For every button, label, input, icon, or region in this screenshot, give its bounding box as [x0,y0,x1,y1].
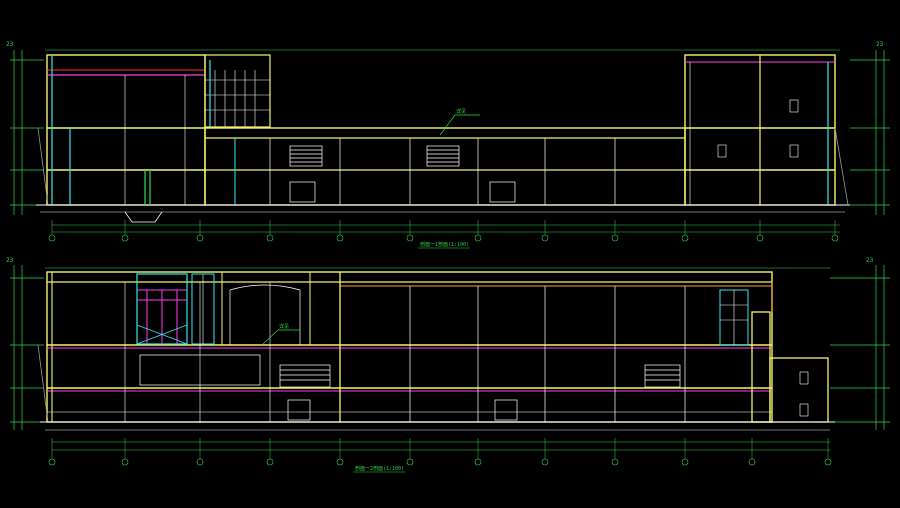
section-2-grid-bubble [48,458,56,466]
section-2-callout-text: 详见 [279,323,289,330]
section-1-grid-bubble [196,234,204,242]
section-1-grid-bubble [611,234,619,242]
section-2-atrium-glazing [136,273,749,346]
section-1-grid-bubble [121,234,129,242]
section-1-level-mark-right-top: 23 [876,41,884,48]
section-1-left-tower [46,54,206,206]
section-1-grid-bubble [541,234,549,242]
section-2-title: 剖面一2剖面(1:100) [355,465,404,472]
section-1-grid-bubble [266,234,274,242]
section-2-inner-block [139,272,681,421]
section-1-stair-boxes [289,145,516,203]
section-2-drawing: 23 23 [6,257,890,473]
section-2-grid-bubble [121,458,129,466]
section-1-grid-axes [48,220,839,242]
section-2-grid-bubble [611,458,619,466]
section-2-grid-bubble [336,458,344,466]
section-1-grid-bubble [336,234,344,242]
section-1-grid-bubble [48,234,56,242]
section-1-callout: 详见 [439,108,480,136]
section-2-level-mark-right-top: 23 [866,257,874,264]
section-1-level-mark-left-top: 23 [6,41,14,48]
section-2-grid-bubble [196,458,204,466]
section-2-right-dimensions [830,265,890,430]
section-2-level-mark-left-top: 23 [6,257,14,264]
section-1-title: 剖面一1剖面(1:100) [420,241,469,248]
section-2-grid-bubble [824,458,832,466]
section-1-left-dimensions [10,50,44,215]
section-1-drawing: 23 23 [6,41,890,249]
section-2-grid-bubble [266,458,274,466]
section-2-callout: 详见 [261,323,300,346]
section-2-ground [37,344,835,431]
section-2-grid-bubble [681,458,689,466]
section-1-grid-bubble [406,234,414,242]
section-2-grid-bubble [474,458,482,466]
section-2-grid-bubble [541,458,549,466]
section-1-right-dimensions [850,50,890,215]
section-1-ground [36,127,850,223]
section-2-grid-axes [48,438,832,466]
section-1-grid-bubble [474,234,482,242]
section-2-grid-bubble [406,458,414,466]
section-1-curtain-wall [204,54,271,128]
section-2-grid-bubble [748,458,756,466]
section-1-callout-text: 详见 [456,108,466,115]
section-1-grid-bubble [681,234,689,242]
section-1-grid-bubble [831,234,839,242]
section-1-grid-bubble [756,234,764,242]
